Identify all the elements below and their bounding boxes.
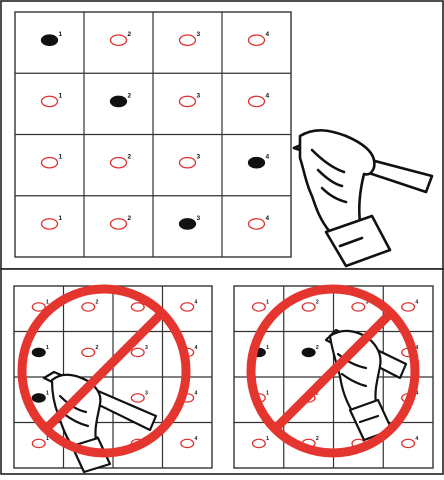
bubble-number-label: 3 [197,31,201,38]
answer-bubble-empty [82,348,95,356]
answer-bubble-empty [302,303,315,311]
answer-bubble-empty [131,348,144,356]
answer-bubble-empty [32,439,45,447]
bubble-number-label: 4 [194,436,197,442]
answer-bubble-empty [252,439,265,447]
bubble-number-label: 4 [266,215,270,222]
answer-bubble-empty [249,35,265,45]
answer-bubble-filled [249,157,265,167]
bubble-number-label: 1 [59,92,63,99]
answer-bubble-empty [249,219,265,229]
bubble-number-label: 4 [415,300,418,306]
bubble-number-label: 3 [145,345,148,351]
answer-bubble-empty [111,157,127,167]
bubble-number-label: 3 [197,92,201,99]
answer-bubble-empty [180,96,196,106]
bubble-number-label: 4 [194,391,197,397]
bubble-number-label: 1 [266,300,269,306]
answer-bubble-empty [181,439,194,447]
bubble-number-label: 2 [316,345,319,351]
bubble-number-label: 2 [128,215,132,222]
bubble-number-label: 4 [266,31,270,38]
answer-bubble-empty [131,303,144,311]
bubble-number-label: 2 [128,154,132,161]
bubble-number-label: 1 [46,345,49,351]
bubble-number-label: 1 [59,215,63,222]
bubble-number-label: 3 [197,215,201,222]
answer-bubble-empty [402,303,415,311]
answer-bubble-empty [181,303,194,311]
answer-bubble-filled [302,348,315,356]
answer-bubble-filled [32,348,45,356]
bubble-number-label: 2 [316,436,319,442]
answer-bubble-empty [42,157,58,167]
bubble-number-label: 4 [266,154,270,161]
answer-bubble-empty [82,303,95,311]
answer-bubble-empty [402,439,415,447]
bubble-number-label: 3 [197,154,201,161]
bubble-number-label: 1 [266,391,269,397]
answer-bubble-empty [42,96,58,106]
answer-bubble-empty [249,96,265,106]
bubble-number-label: 1 [59,31,63,38]
bubble-number-label: 2 [128,31,132,38]
bubble-number-label: 4 [415,436,418,442]
answer-bubble-empty [131,394,144,402]
answer-bubble-empty [111,219,127,229]
answer-bubble-filled [111,96,127,106]
bubble-number-label: 2 [128,92,132,99]
bubble-number-label: 4 [194,300,197,306]
answer-bubble-empty [352,303,365,311]
answer-bubble-filled [42,35,58,45]
bubble-number-label: 1 [266,345,269,351]
answer-bubble-empty [111,35,127,45]
answer-bubble-empty [180,35,196,45]
bubble-number-label: 2 [316,300,319,306]
answer-bubble-filled [180,219,196,229]
bubble-number-label: 4 [266,92,270,99]
bubble-number-label: 3 [145,391,148,397]
bubble-number-label: 1 [59,154,63,161]
answer-bubble-empty [42,219,58,229]
bubble-number-label: 4 [194,345,197,351]
answer-bubble-empty [252,303,265,311]
bubble-number-label: 1 [46,391,49,397]
bubble-number-label: 1 [266,436,269,442]
answer-bubble-filled [32,394,45,402]
answer-bubble-empty [180,157,196,167]
bubble-number-label: 2 [95,345,98,351]
bubble-number-label: 2 [95,300,98,306]
